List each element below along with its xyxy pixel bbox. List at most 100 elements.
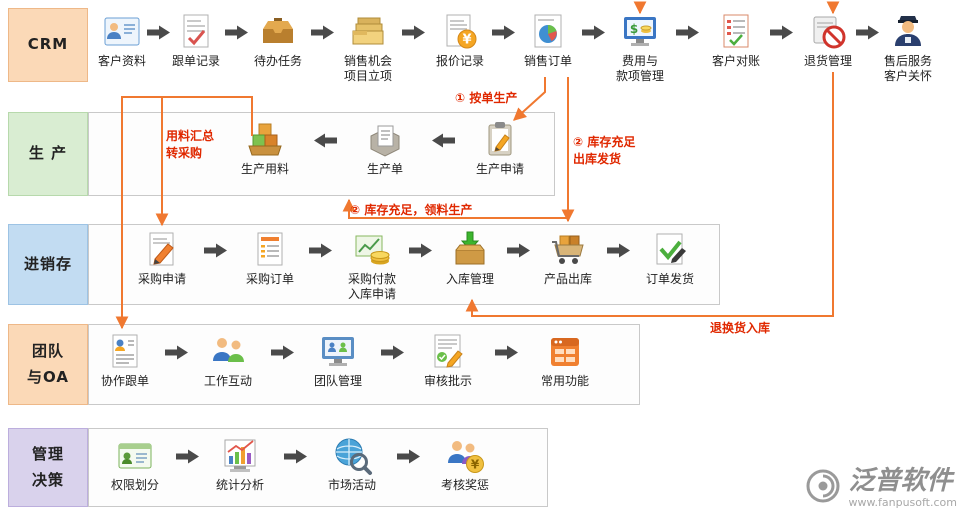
flow-item-label: 采购订单 — [245, 272, 294, 286]
flow-item: ¥考核奖惩 — [421, 436, 509, 493]
flow-arrow-icon — [402, 25, 426, 40]
flow-arrow-icon — [856, 25, 880, 40]
flow-item: 退货管理 — [784, 12, 872, 69]
svg-text:¥: ¥ — [462, 33, 471, 48]
flow-arrow-icon — [164, 345, 189, 360]
row-label-text: CRM — [27, 35, 69, 54]
row-label-text: 进销存 — [23, 254, 72, 273]
flow-item: 生产申请 — [456, 120, 544, 177]
no-entry-icon — [806, 12, 850, 53]
person-doc-icon — [103, 332, 147, 373]
flow-item-label: 采购付款 入库申请 — [347, 272, 396, 301]
flow-item-label: 市场活动 — [327, 478, 376, 492]
fanpu-logo-icon — [804, 467, 842, 509]
flow-item: 常用功能 — [521, 332, 609, 389]
watermark-site: www.fanpusoft.com — [848, 495, 957, 509]
doc-yen-icon: ¥ — [438, 12, 482, 53]
flow-arrow-icon — [175, 449, 200, 464]
doc-box-icon — [363, 120, 407, 161]
folders-icon — [346, 12, 390, 53]
flow-item: 统计分析 — [196, 436, 284, 493]
flow-item-label: 费用与 款项管理 — [615, 54, 664, 83]
flow-arrow-icon — [770, 25, 794, 40]
flow-item: 生产用料 — [221, 120, 309, 177]
flow-item-label: 入库管理 — [445, 272, 494, 286]
flow-item-label: 产品出库 — [543, 272, 592, 286]
people-yen-icon: ¥ — [443, 436, 487, 477]
id-card-icon — [113, 436, 157, 477]
flow-item-label: 生产用料 — [240, 162, 289, 176]
flow-item-label: 客户对账 — [711, 54, 760, 68]
flow-item-label: 团队管理 — [313, 374, 362, 388]
row-management-label: 管理 决策 — [8, 428, 88, 507]
flow-item: 工作互动 — [184, 332, 272, 389]
screen-people-icon — [316, 332, 360, 373]
coins-chart-icon — [350, 230, 394, 271]
flow-arrow-icon — [204, 243, 228, 258]
flow-item: $ 费用与 款项管理 — [596, 12, 684, 84]
flow-item: 协作跟单 — [81, 332, 169, 389]
flow-item: 销售机会 项目立项 — [324, 12, 412, 84]
watermark: 泛普软件 www.fanpusoft.com — [804, 467, 957, 509]
row-label-text: 团队 与OA — [27, 342, 69, 386]
flow-item: ¥报价记录 — [416, 12, 504, 69]
watermark-brand: 泛普软件 — [848, 466, 953, 497]
support-person-icon — [886, 12, 930, 53]
flow-item-label: 协作跟单 — [100, 374, 149, 388]
annotation: ① 按单生产 — [455, 91, 518, 105]
flow-arrow-icon — [431, 133, 455, 148]
flow-arrow-icon — [147, 25, 171, 40]
check-pen-icon — [648, 230, 692, 271]
row-team-oa-label: 团队 与OA — [8, 324, 88, 405]
app-window-icon — [543, 332, 587, 373]
annotation: 用料汇总 转采购 — [166, 129, 215, 161]
flow-item-label: 生产申请 — [475, 162, 524, 176]
row-production-label: 生 产 — [8, 112, 88, 196]
flow-arrow-icon — [582, 25, 606, 40]
doc-approve-icon — [426, 332, 470, 373]
flow-item: 市场活动 — [308, 436, 396, 493]
doc-pencil-icon — [140, 230, 184, 271]
flow-item-label: 工作互动 — [203, 374, 252, 388]
tray-icon — [256, 12, 300, 53]
checklist-icon — [174, 12, 218, 53]
flow-item: 待办任务 — [234, 12, 322, 69]
customer-card-icon — [100, 12, 144, 53]
money-screen-icon: $ — [618, 12, 662, 53]
flow-arrow-icon — [507, 243, 531, 258]
flow-item: 产品出库 — [524, 230, 612, 287]
annotation: ② 库存充足 出库发货 — [573, 135, 636, 167]
row-crm-label: CRM — [8, 8, 88, 82]
doc-pie-icon — [526, 12, 570, 53]
flow-item-label: 销售机会 项目立项 — [343, 54, 392, 83]
flow-arrow-icon — [284, 449, 308, 464]
doc-list-icon — [248, 230, 292, 271]
row-inventory-label: 进销存 — [8, 224, 88, 305]
flow-item: 生产单 — [341, 120, 429, 177]
flow-item-label: 销售订单 — [523, 54, 572, 68]
flow-item-label: 售后服务 客户关怀 — [883, 54, 932, 83]
flow-arrow-icon — [225, 25, 249, 40]
flow-item: 采购付款 入库申请 — [328, 230, 416, 302]
flow-item-label: 订单发货 — [645, 272, 694, 286]
flow-item: 审核批示 — [404, 332, 492, 389]
flow-item: 客户资料 — [78, 12, 166, 69]
flow-item-label: 采购申请 — [137, 272, 186, 286]
flow-item-label: 跟单记录 — [171, 54, 220, 68]
flow-arrow-icon — [676, 25, 700, 40]
cart-boxes-icon — [546, 230, 590, 271]
materials-icon — [243, 120, 287, 161]
flow-arrow-icon — [313, 133, 337, 148]
svg-text:$: $ — [630, 22, 638, 36]
people-two-icon — [206, 332, 250, 373]
flow-item-label: 退货管理 — [803, 54, 852, 68]
flow-item: 订单发货 — [626, 230, 714, 287]
flow-arrow-icon — [492, 25, 516, 40]
chart-bars-icon — [218, 436, 262, 477]
flow-arrow-icon — [607, 243, 631, 258]
flow-arrow-icon — [381, 345, 405, 360]
flow-item-label: 客户资料 — [97, 54, 146, 68]
globe-magnifier-icon — [330, 436, 374, 477]
row-label-text: 生 产 — [28, 144, 68, 163]
clipboard-pencil-icon — [478, 120, 522, 161]
